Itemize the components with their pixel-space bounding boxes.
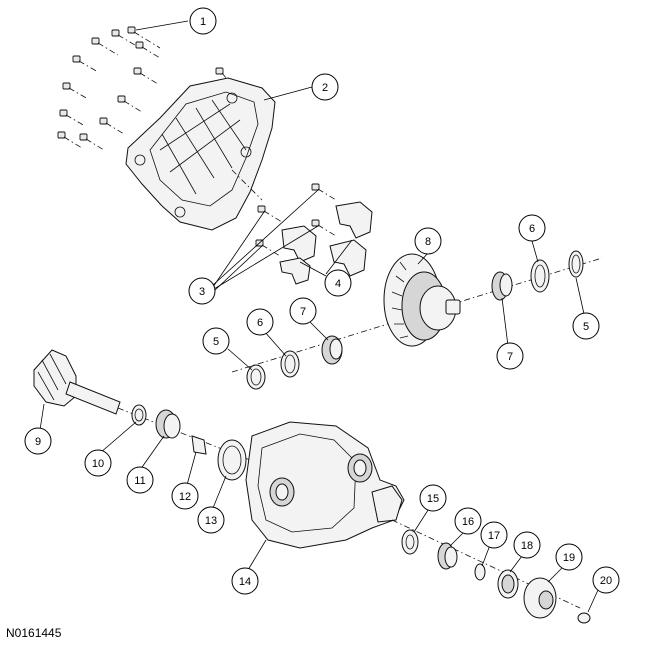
seal-15 (401, 529, 419, 555)
svg-text:10: 10 (92, 458, 104, 470)
callout-7-right: 7 (496, 342, 524, 370)
svg-text:7: 7 (300, 306, 306, 318)
svg-text:6: 6 (529, 223, 535, 235)
cover-bolt (99, 117, 125, 135)
cap-bolt (311, 183, 337, 201)
svg-text:1: 1 (200, 16, 206, 28)
bearing-caps (279, 201, 373, 285)
leader-lines (39, 20, 599, 613)
svg-text:20: 20 (600, 575, 612, 587)
callout-5-right: 5 (572, 312, 600, 340)
callout-15: 15 (419, 484, 447, 512)
nut-20 (577, 612, 591, 624)
axle-housing (245, 421, 581, 609)
svg-text:2: 2 (322, 82, 328, 94)
callout-10: 10 (84, 449, 112, 477)
svg-text:11: 11 (134, 475, 145, 487)
svg-text:5: 5 (583, 321, 589, 333)
callout-17: 17 (480, 521, 508, 549)
svg-text:4: 4 (335, 278, 341, 290)
cover-bolt (135, 41, 161, 59)
differential-cover (125, 77, 276, 231)
svg-text:16: 16 (462, 516, 474, 528)
cover-bolt (127, 26, 161, 49)
svg-text:17: 17 (488, 530, 500, 542)
cover-bolt (91, 37, 119, 56)
svg-text:9: 9 (35, 436, 41, 448)
cover-bolt (111, 29, 141, 49)
callout-7-left: 7 (289, 297, 317, 325)
svg-text:18: 18 (521, 540, 533, 552)
bearing-16 (437, 542, 458, 570)
svg-text:5: 5 (213, 336, 219, 348)
left-bearing-7 (321, 335, 343, 365)
callout-18: 18 (513, 531, 541, 559)
cover-bolt (79, 133, 105, 151)
svg-text:12: 12 (179, 491, 191, 503)
collapsible-spacer-12 (191, 435, 207, 455)
right-shim-6 (530, 259, 550, 293)
callout-8: 8 (414, 227, 442, 255)
callout-12: 12 (171, 482, 199, 510)
flange-19 (523, 577, 557, 619)
svg-text:15: 15 (427, 493, 439, 505)
callout-14: 14 (231, 567, 259, 595)
callout-11: 11 (126, 466, 154, 494)
cover-bolts (57, 26, 237, 151)
pinion-bearing-11 (155, 409, 181, 439)
bearing-cup-13 (217, 439, 247, 481)
cover-bolt (62, 82, 89, 100)
right-shim-5 (568, 250, 584, 278)
cover-bolt (59, 109, 86, 127)
cap-bolt (257, 205, 283, 223)
cover-bolt (72, 55, 99, 73)
left-shim-6 (280, 350, 300, 378)
cover-bolt (57, 131, 83, 149)
seal-18 (497, 569, 519, 599)
svg-text:8: 8 (425, 236, 431, 248)
differential-assembly (383, 253, 461, 347)
callout-3: 3 (188, 277, 216, 305)
cover-bolt (117, 95, 143, 113)
callout-13: 13 (197, 506, 225, 534)
svg-text:7: 7 (507, 351, 513, 363)
callout-20: 20 (592, 566, 620, 594)
svg-text:14: 14 (239, 576, 251, 588)
left-shim-5 (246, 364, 266, 390)
svg-text:13: 13 (205, 515, 217, 527)
figure-id: N0161445 (6, 626, 62, 640)
svg-text:19: 19 (563, 552, 575, 564)
callout-4: 4 (324, 269, 352, 297)
cover-bolt (133, 67, 159, 85)
svg-text:3: 3 (199, 286, 205, 298)
washer-17 (474, 563, 486, 581)
callout-6-right: 6 (518, 214, 546, 242)
drive-pinion (33, 349, 251, 461)
callout-9: 9 (24, 427, 52, 455)
callout-1: 1 (189, 7, 217, 35)
callout-2: 2 (311, 73, 339, 101)
cap-bolt (311, 219, 337, 237)
callout-19: 19 (555, 543, 583, 571)
callout-5-left: 5 (202, 327, 230, 355)
callout-16: 16 (454, 507, 482, 535)
pinion-shim-10 (131, 404, 147, 426)
svg-text:6: 6 (257, 317, 263, 329)
callouts: 1 2 3 4 5 6 7 8 6 5 7 9 10 11 12 13 14 1… (24, 7, 620, 595)
right-bearing-7 (491, 271, 513, 301)
callout-6-left: 6 (246, 308, 274, 336)
